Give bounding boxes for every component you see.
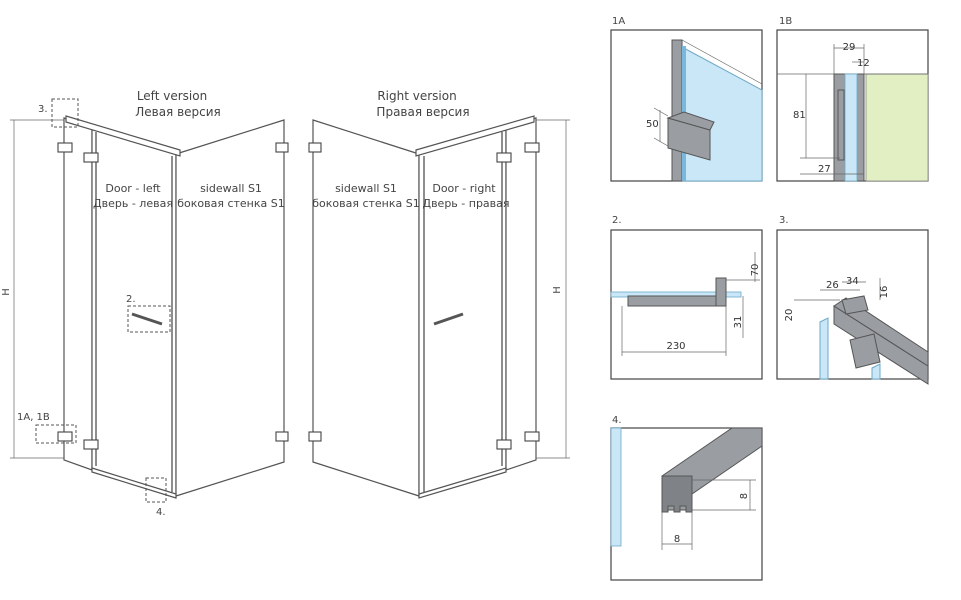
left-h-label: H — [1, 288, 12, 296]
right-side-en: sidewall S1 — [335, 182, 397, 195]
left-fixed-panel — [63, 117, 93, 471]
detail-1b-h: 81 — [793, 110, 806, 121]
left-door-ru: Дверь - левая — [93, 197, 173, 210]
right-sidewall-panel — [312, 119, 420, 497]
right-side-ru: боковая стенка S1 — [312, 197, 420, 210]
left-version-drawing: Left version Левая версия H Door - left … — [1, 89, 289, 518]
detail-2: 2. 70 31 230 — [610, 215, 763, 380]
detail-3-b: 34 — [846, 276, 859, 287]
left-title-en: Left version — [137, 89, 207, 103]
detail-1b-b: 27 — [818, 164, 831, 175]
left-door-handle — [131, 312, 163, 326]
left-side-ru: боковая стенка S1 — [177, 197, 285, 210]
detail-3-label: 3. — [779, 215, 789, 226]
detail-1a: 1A 50 — [610, 16, 763, 182]
detail-4-h: 8 — [739, 493, 750, 499]
right-door-en: Door - right — [432, 182, 496, 195]
right-title-en: Right version — [377, 89, 456, 103]
detail-2-w: 230 — [666, 341, 685, 352]
detail-2-label: 2. — [612, 215, 622, 226]
detail-1a-dim: 50 — [646, 119, 659, 130]
callout-2-box — [127, 305, 171, 333]
right-title-ru: Правая версия — [376, 105, 469, 119]
callout-3-box — [51, 98, 79, 128]
detail-4-label: 4. — [612, 415, 622, 426]
detail-3-a: 26 — [826, 280, 839, 291]
callout-4-label: 4. — [156, 507, 166, 518]
right-fixed-panel — [505, 117, 537, 471]
left-sidewall-panel — [175, 119, 285, 497]
detail-1b-label: 1B — [779, 16, 792, 27]
detail-2-h2: 31 — [733, 316, 744, 329]
detail-4: 4. 8 8 — [610, 415, 763, 581]
left-door-en: Door - left — [105, 182, 161, 195]
detail-3-c: 16 — [879, 286, 890, 299]
callout-4-box — [145, 477, 167, 503]
detail-3: 3. 26 34 16 20 — [776, 215, 929, 385]
right-h-label: H — [552, 286, 563, 294]
callout-1-box — [35, 424, 77, 444]
detail-4-w: 8 — [674, 534, 680, 545]
left-title-ru: Левая версия — [135, 105, 221, 119]
callout-2-label: 2. — [126, 294, 136, 305]
detail-1b-w: 29 — [843, 42, 856, 53]
detail-1b-w2: 12 — [857, 58, 870, 69]
callout-3-label: 3. — [38, 104, 48, 115]
left-side-en: sidewall S1 — [200, 182, 262, 195]
detail-3-d: 20 — [784, 309, 795, 322]
right-version-drawing: Right version Правая версия sidewall S1 … — [308, 89, 570, 499]
detail-2-h1: 70 — [750, 264, 761, 277]
detail-1a-label: 1A — [612, 16, 625, 27]
right-door-handle — [433, 312, 464, 326]
right-door-ru: Дверь - правая — [422, 197, 509, 210]
detail-1b: 1B 29 12 81 27 — [776, 16, 929, 182]
callout-1-label: 1A, 1B — [17, 412, 50, 423]
